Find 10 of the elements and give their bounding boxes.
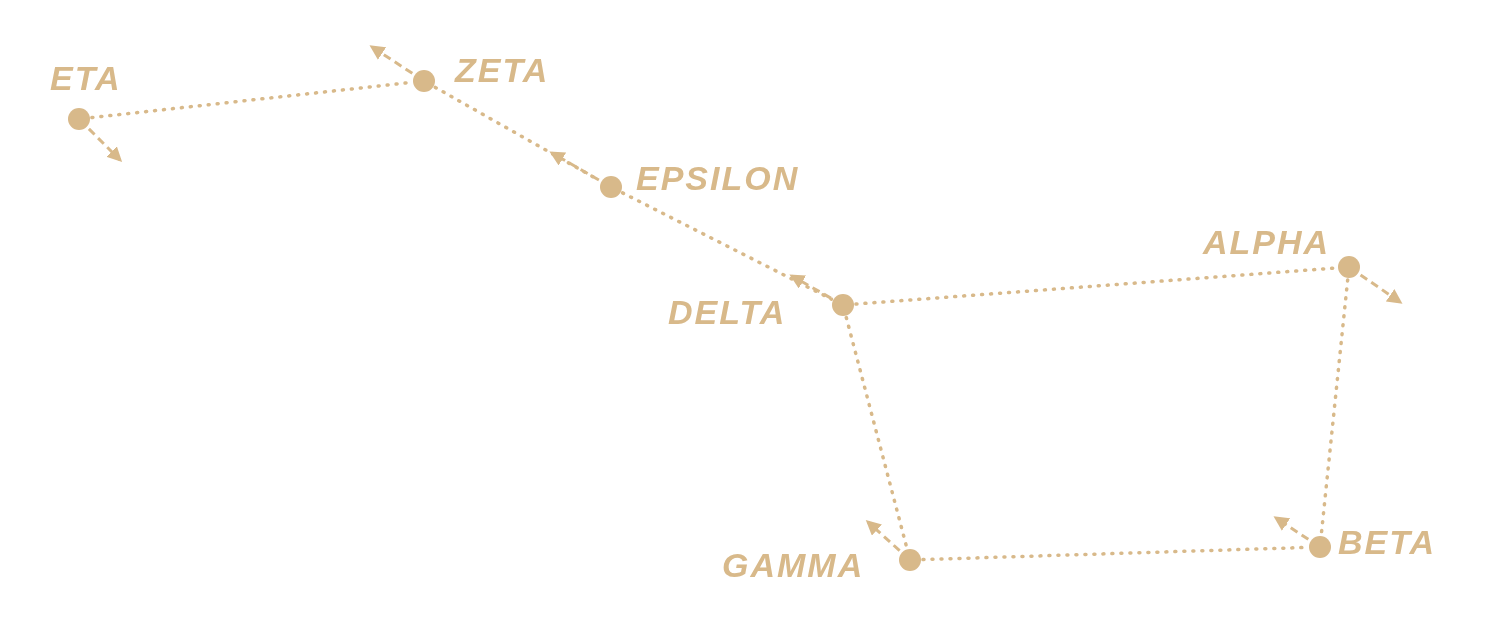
- star-label: EPSILON: [636, 158, 800, 198]
- star-label: BETA: [1338, 522, 1437, 562]
- dotted-line: [1319, 278, 1350, 536]
- star-label: ALPHA: [1203, 222, 1331, 262]
- dotted-line: [620, 191, 834, 301]
- star-label: ETA: [50, 58, 122, 98]
- star-label: ZETA: [455, 50, 550, 90]
- star-label: DELTA: [668, 292, 787, 332]
- star-label: GAMMA: [722, 545, 865, 585]
- dotted-line: [844, 315, 909, 550]
